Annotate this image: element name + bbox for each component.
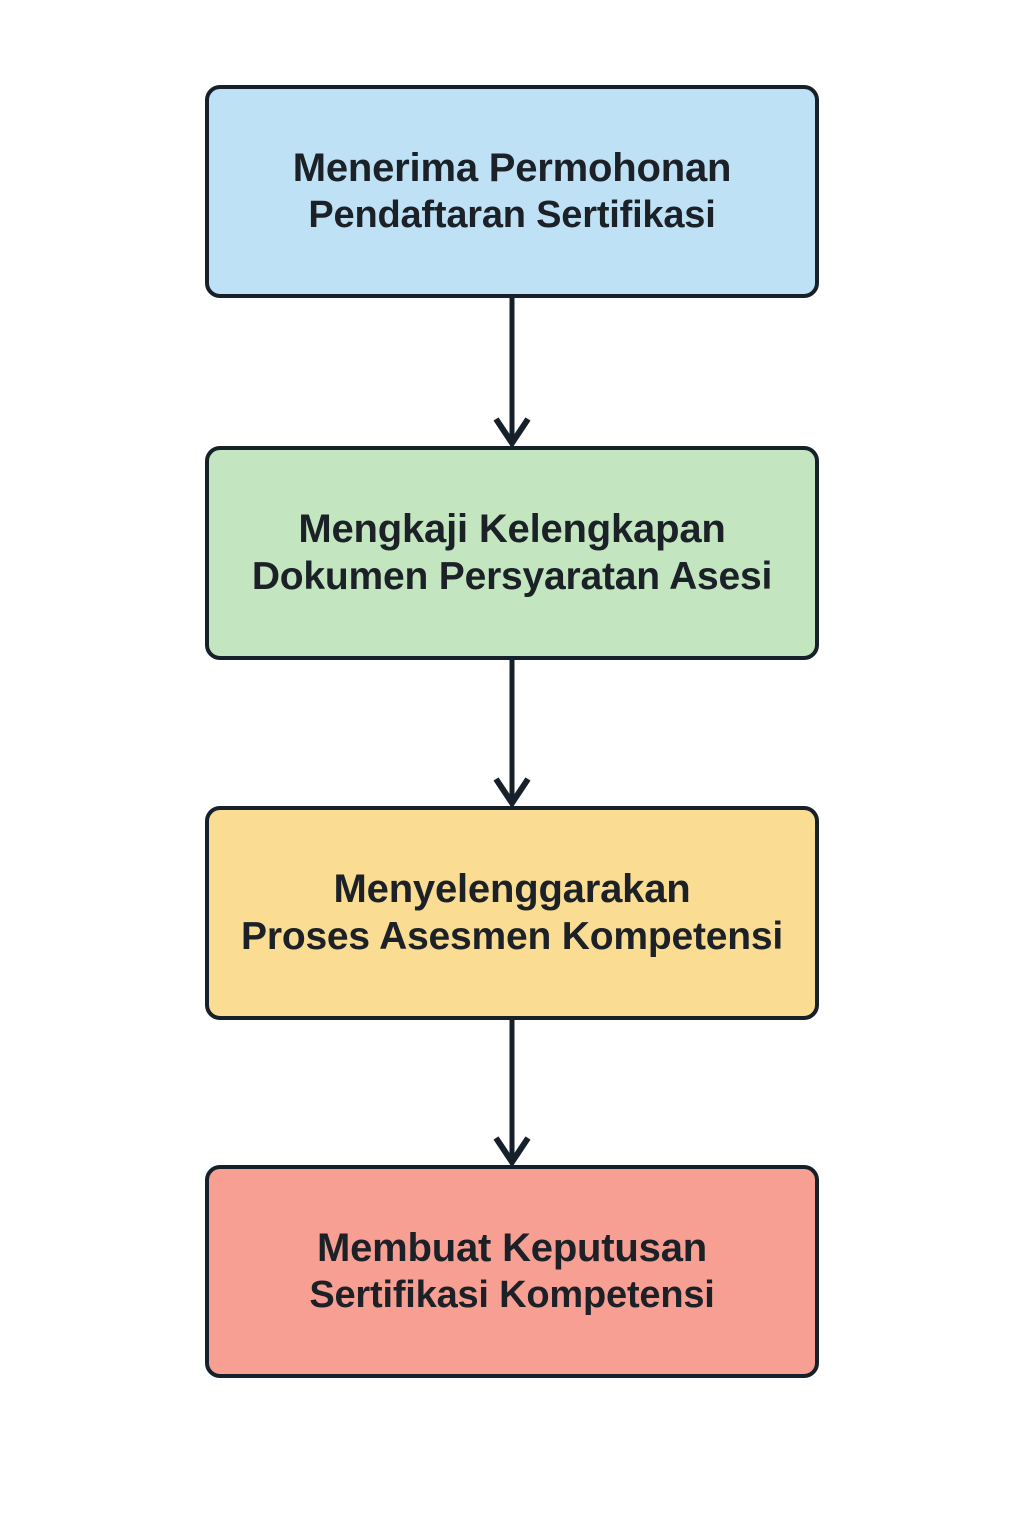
flow-node-menyelenggarakan-asesmen[interactable]: Menyelenggarakan Proses Asesmen Kompeten…: [205, 806, 819, 1020]
flow-connector-2-to-3: [0, 658, 1024, 808]
flow-node-label-line2: Pendaftaran Sertifikasi: [308, 193, 716, 236]
flow-node-label-line1: Membuat Keputusan: [317, 1226, 707, 1271]
flow-connector-3-to-4: [0, 1018, 1024, 1167]
flow-node-label-line2: Sertifikasi Kompetensi: [309, 1273, 715, 1316]
flow-node-label-line1: Menerima Permohonan: [292, 146, 732, 191]
flow-node-label-line1: Mengkaji Kelengkapan: [298, 507, 726, 552]
flow-node-mengkaji-kelengkapan[interactable]: Mengkaji Kelengkapan Dokumen Persyaratan…: [205, 446, 819, 660]
flow-node-label-line1: Menyelenggarakan: [333, 867, 691, 912]
flow-node-label-line2: Dokumen Persyaratan Asesi: [251, 554, 773, 598]
flow-node-label-line2: Proses Asesmen Kompetensi: [241, 914, 783, 958]
flow-node-membuat-keputusan[interactable]: Membuat Keputusan Sertifikasi Kompetensi: [205, 1165, 819, 1378]
flow-node-menerima-permohonan[interactable]: Menerima Permohonan Pendaftaran Sertifik…: [205, 85, 819, 298]
flow-connector-1-to-2: [0, 296, 1024, 448]
